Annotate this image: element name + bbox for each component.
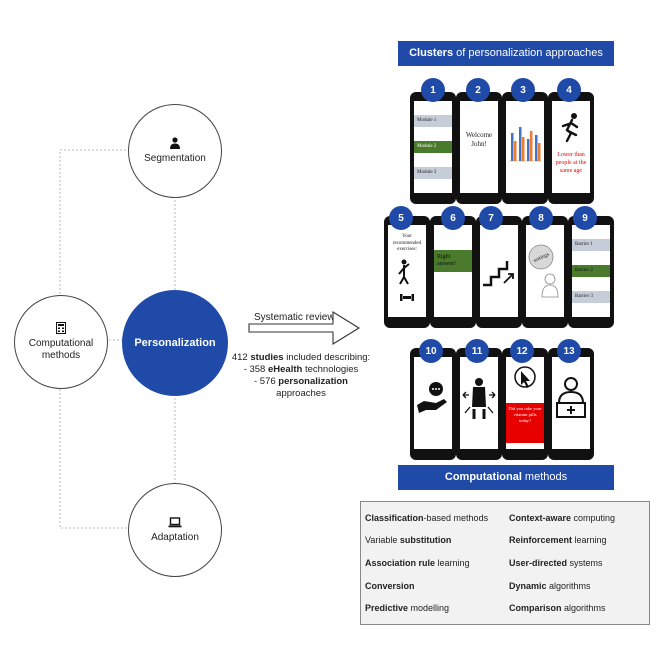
stairs-icon [483,261,514,287]
phone-4: Lower than people at the same age [548,92,594,204]
module-2: Module 2 [414,141,452,153]
welcome-text: Welcome John! [465,131,493,148]
method-reinforcement: Reinforcement learning [509,535,607,545]
doctor-desk-icon [556,377,586,418]
systematic-review-label: Systematic review [254,312,335,323]
bar-chart-icon [509,127,541,162]
methods-list: Classification-based methods Context-awa… [360,501,650,625]
cluster-badge-10: 10 [419,339,443,363]
exercise-icon [398,259,414,301]
computational-methods-node: Computational methods [14,295,108,389]
barrier-2: Barrier 2 [572,265,610,277]
right-answer-text: Right answer! [434,250,472,272]
adaptation-node: Adaptation [128,483,222,577]
phone-11 [456,348,502,460]
recommended-exercises-text: Your recommended exercises: [392,234,422,252]
phone-8: settings [522,216,568,328]
method-comparison: Comparison algorithms [509,603,606,613]
cluster-badge-12: 12 [510,339,534,363]
computational-methods-label: Computational methods [28,338,94,361]
cluster-badge-1: 1 [421,78,445,102]
laptop-icon [168,516,182,527]
segmentation-node: Segmentation [128,104,222,198]
module-3: Module 3 [414,167,452,179]
cluster-badge-7: 7 [479,206,503,230]
cluster-badge-9: 9 [573,206,597,230]
method-user-directed: User-directed systems [509,558,603,568]
vitamin-reminder-text: Did you take your vitamin pills today? [506,403,544,443]
phone-13 [548,348,594,460]
cursor-click-icon [514,366,536,388]
review-arrow [248,311,361,345]
method-context-aware: Context-aware computing [509,513,616,523]
phone-2: Welcome John! [456,92,502,204]
review-line-studies: 412 studies included describing: [231,352,371,363]
review-line-approaches-2: approaches [276,388,326,399]
phone-5: Your recommended exercises: [384,216,430,328]
cluster-badge-8: 8 [529,206,553,230]
segmentation-label: Segmentation [144,153,206,164]
phone-9: Barrier 1 Barrier 2 Barrier 3 [568,216,614,328]
personalization-label: Personalization [134,337,216,349]
phone-10 [410,348,456,460]
cluster-badge-5: 5 [389,206,413,230]
phone-1: Module 1 Module 2 Module 3 [410,92,456,204]
cluster-badge-4: 4 [557,78,581,102]
decision-person-icon [462,378,496,419]
cluster-badge-3: 3 [511,78,535,102]
adaptation-label: Adaptation [151,531,199,543]
method-association-rule: Association rule learning [365,558,470,568]
method-variable-substitution: Variable substitution [365,535,452,545]
barrier-3: Barrier 3 [572,291,610,303]
barrier-1: Barrier 1 [572,239,610,251]
review-summary: 412 studies included describing: - 358 e… [226,352,376,400]
module-1: Module 1 [414,115,452,127]
running-person-icon [561,113,579,143]
cluster-badge-11: 11 [465,339,489,363]
comparison-text: Lower than people at the same age [555,152,587,174]
phone-7 [476,216,522,328]
cluster-badge-2: 2 [466,78,490,102]
phone-6: Right answer! [430,216,476,328]
phone-3 [502,92,548,204]
method-classification: Classification-based methods [365,513,489,523]
phone-12: Did you take your vitamin pills today? [502,348,548,460]
settings-avatar-icon: settings [528,244,559,298]
calculator-icon [56,322,66,334]
hand-chat-icon [417,382,447,413]
method-conversion: Conversion [365,581,415,591]
review-line-technologies: - 358 eHealth technologies [243,364,359,375]
clusters-banner: Clusters of personalization approaches [398,41,614,66]
person-icon [170,137,180,149]
review-line-approaches: - 576 personalization [254,376,348,387]
cluster-badge-13: 13 [557,339,581,363]
personalization-node: Personalization [122,290,228,396]
method-dynamic: Dynamic algorithms [509,581,591,591]
method-predictive: Predictive modelling [365,603,450,613]
cluster-badge-6: 6 [441,206,465,230]
computational-methods-banner: Computational methods [398,465,614,490]
